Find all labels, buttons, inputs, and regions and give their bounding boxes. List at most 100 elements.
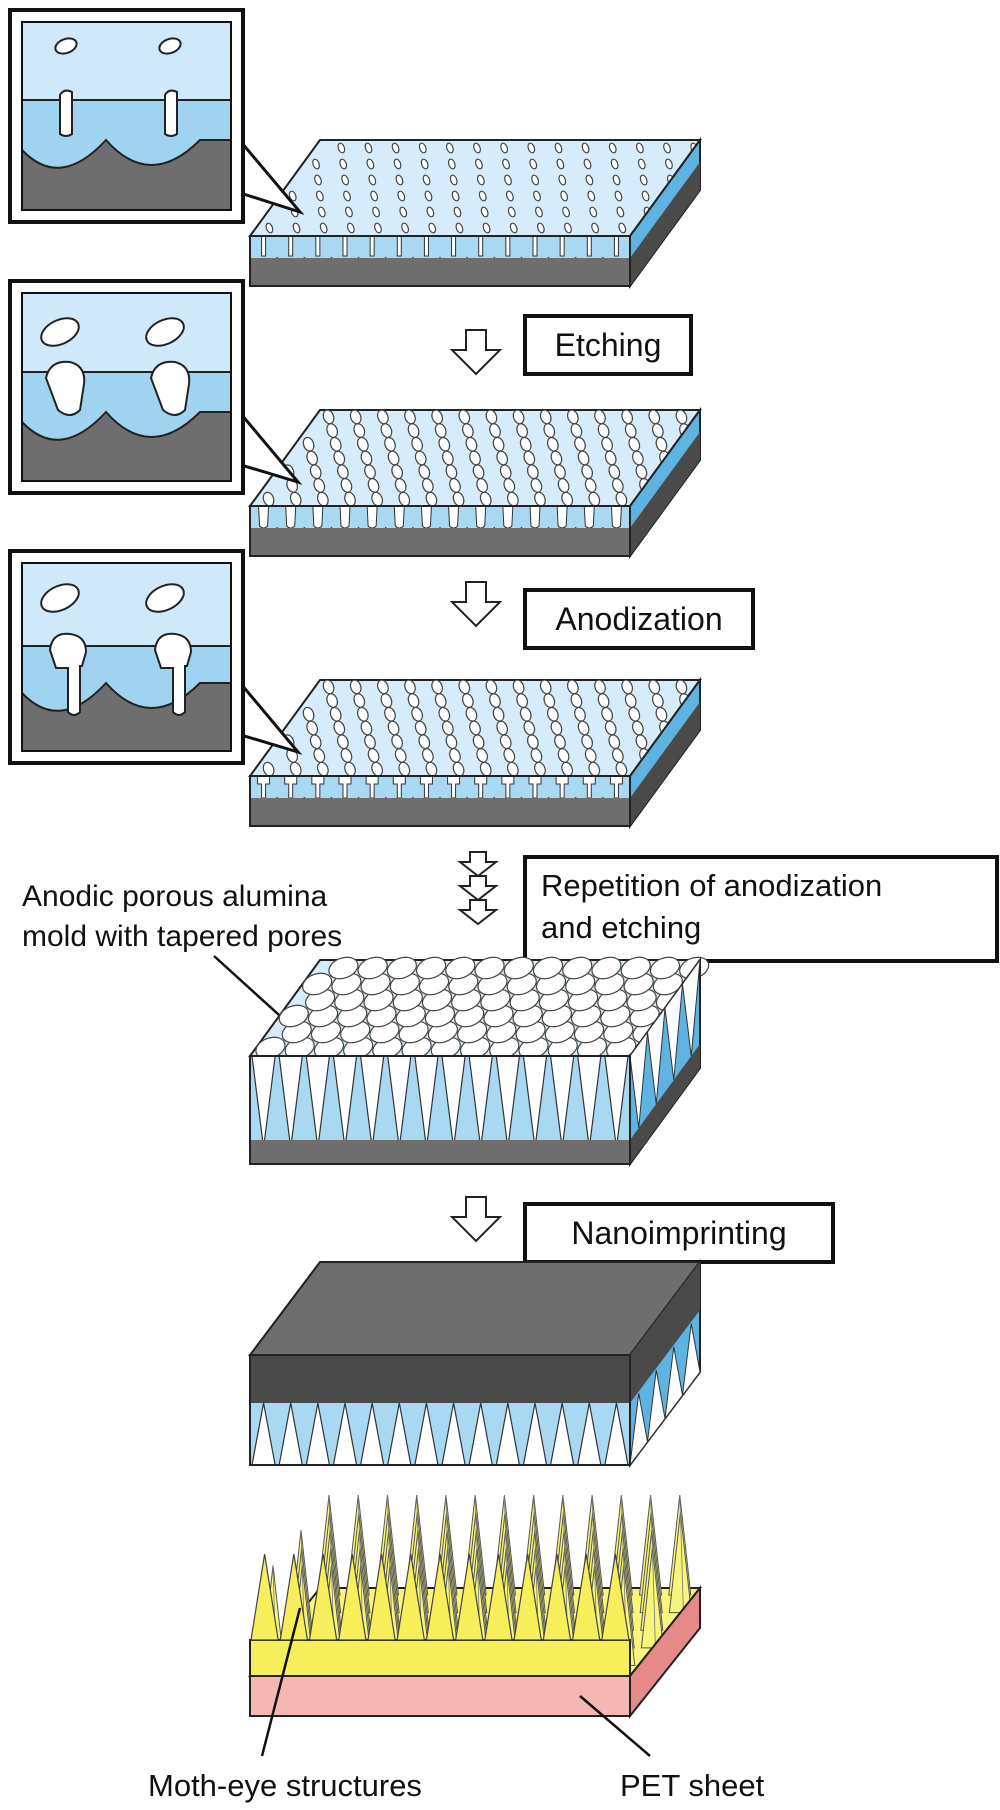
pore-dot bbox=[346, 222, 355, 234]
side-pore bbox=[681, 958, 701, 1057]
pore-dot bbox=[473, 142, 481, 154]
pore-dot bbox=[648, 409, 661, 425]
tapered-pore bbox=[495, 1056, 521, 1149]
pore-dot bbox=[397, 190, 406, 202]
pore-dot bbox=[583, 158, 592, 170]
pore-channel bbox=[532, 236, 538, 257]
pore-dot bbox=[376, 409, 389, 425]
front-moth-eye-spike bbox=[308, 1553, 338, 1641]
pore-dot bbox=[339, 158, 348, 170]
pore-dot bbox=[539, 409, 552, 425]
pore-dot bbox=[529, 158, 538, 170]
pore-channel bbox=[559, 236, 565, 257]
pore-dot bbox=[566, 409, 579, 425]
pore-dot bbox=[399, 206, 408, 218]
side-inverted-pore bbox=[664, 1346, 684, 1421]
step-label-repetition: Repetition of anodization and etching bbox=[523, 855, 999, 963]
pore-dot bbox=[428, 222, 437, 234]
pore-channel bbox=[342, 236, 348, 257]
pore-dot bbox=[424, 190, 433, 202]
pore-dot bbox=[675, 409, 688, 425]
pore-dot bbox=[621, 409, 634, 425]
pore-channel bbox=[366, 506, 378, 529]
pore-dot bbox=[539, 679, 552, 695]
pore-dot bbox=[502, 158, 510, 170]
step-label-etching: Etching bbox=[523, 314, 693, 376]
pore-dot bbox=[458, 679, 471, 695]
front-moth-eye-spike bbox=[513, 1553, 543, 1641]
pore-dot bbox=[322, 679, 335, 695]
pore-dot bbox=[507, 206, 516, 218]
pore-dot bbox=[458, 409, 471, 425]
pore-channel bbox=[451, 236, 457, 257]
step-label-anodization: Anodization bbox=[523, 588, 755, 650]
pore-dot bbox=[482, 222, 491, 234]
pore-dot bbox=[404, 679, 416, 695]
pore-dot bbox=[447, 158, 456, 170]
pore-dot bbox=[418, 142, 427, 154]
pore-dot bbox=[480, 206, 489, 218]
pore-dot bbox=[616, 206, 625, 218]
pore-dot bbox=[302, 972, 333, 996]
pore-dot bbox=[319, 222, 328, 234]
pore-dot bbox=[453, 206, 462, 218]
pore-dot bbox=[560, 190, 569, 202]
pore-dot bbox=[639, 174, 648, 186]
pore-dot bbox=[455, 222, 464, 234]
tapered-pore bbox=[387, 1056, 412, 1149]
pore-dot bbox=[445, 956, 476, 980]
pore-dot bbox=[372, 206, 380, 218]
front-moth-eye-spike bbox=[454, 1553, 484, 1641]
pore-dot bbox=[370, 190, 379, 202]
pore-dot bbox=[648, 679, 661, 695]
pore-dot bbox=[391, 142, 400, 154]
pore-dot bbox=[621, 679, 634, 695]
pore-dot bbox=[315, 190, 324, 202]
pore-dot bbox=[533, 190, 541, 202]
pore-channel bbox=[420, 506, 432, 529]
pore-dot bbox=[368, 174, 377, 186]
arrow-to-nanoimprinting bbox=[449, 1196, 503, 1243]
pore-dot bbox=[314, 174, 322, 186]
pore-dot bbox=[562, 956, 593, 980]
pore-dot bbox=[485, 679, 498, 695]
tapered-pore bbox=[522, 1056, 548, 1149]
pore-dot bbox=[404, 409, 416, 425]
annotation-moth-eye: Moth-eye structures bbox=[148, 1607, 422, 1803]
pore-channel bbox=[556, 506, 568, 529]
pore-dot bbox=[341, 174, 350, 186]
pore-dot bbox=[478, 190, 487, 202]
pore-dot bbox=[426, 206, 435, 218]
pore-dot bbox=[475, 158, 483, 170]
arrow-to-etching bbox=[449, 329, 503, 376]
moth-eye-label: Moth-eye structures bbox=[148, 1768, 422, 1803]
pore-dot bbox=[337, 142, 346, 154]
plate-5-inverted-mold bbox=[247, 1259, 703, 1468]
pore-dot bbox=[357, 956, 388, 980]
inset-2-pore-closeup bbox=[8, 279, 303, 495]
side-pore bbox=[664, 982, 684, 1081]
pore-channel bbox=[258, 506, 270, 529]
pore-dot bbox=[431, 409, 444, 425]
pore-dot bbox=[449, 174, 458, 186]
pore-dot bbox=[562, 206, 570, 218]
pore-dot bbox=[366, 158, 375, 170]
pore-channel bbox=[586, 236, 592, 257]
pore-channel bbox=[312, 506, 324, 529]
pore-channel bbox=[261, 236, 267, 257]
tapered-pore bbox=[332, 1056, 358, 1149]
pore-dot bbox=[558, 174, 567, 186]
pore-channel bbox=[369, 236, 375, 257]
pore-dot bbox=[608, 142, 617, 154]
pore-dot bbox=[312, 158, 320, 170]
pore-dot bbox=[451, 190, 460, 202]
pore-dot bbox=[317, 206, 326, 218]
pore-dot bbox=[364, 142, 373, 154]
pore-dot bbox=[265, 222, 274, 234]
pore-dot bbox=[535, 206, 543, 218]
front-moth-eye-spike bbox=[337, 1553, 367, 1641]
moth-eye-leader-line bbox=[260, 1607, 302, 1757]
step-label-nanoimprinting: Nanoimprinting bbox=[523, 1202, 835, 1264]
pore-dot bbox=[614, 190, 623, 202]
pore-dot bbox=[401, 222, 410, 234]
